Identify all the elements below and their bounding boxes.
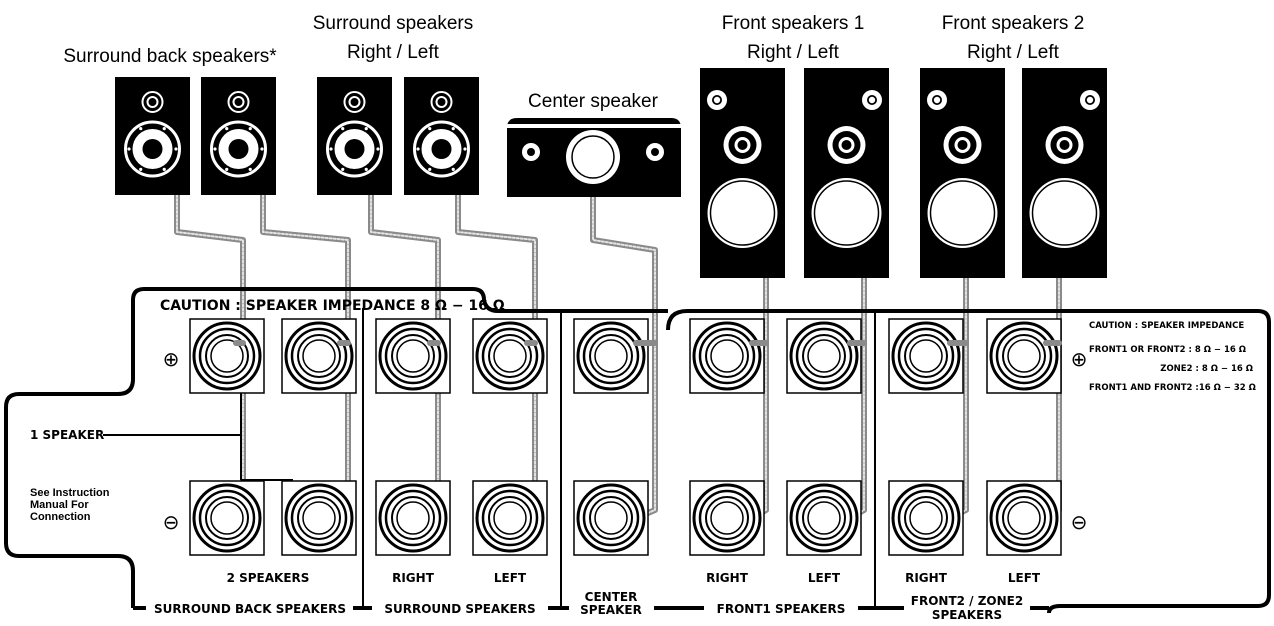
surround-speakers-sub-label: Right / Left — [347, 42, 440, 63]
group-dividers — [362, 308, 876, 608]
minus-polarity-symbol-left: ⊖ — [163, 512, 180, 534]
plus-polarity-symbol: ⊕ — [163, 349, 180, 371]
surround-speaker-right-icon — [317, 77, 392, 195]
caution-impedance-right-line2: ZONE2 : 8 Ω − 16 Ω — [1160, 364, 1253, 374]
front2-left-minus-terminal — [986, 480, 1062, 556]
front1-right-plus-terminal — [689, 318, 765, 394]
front-speakers-1-sub-label: Right / Left — [747, 42, 840, 63]
center-speaker-label: Center speaker — [528, 91, 659, 112]
front2-zone2-speakers-group-label: FRONT2 / ZONE2 — [911, 594, 1023, 608]
caution-impedance-left: CAUTION : SPEAKER IMPEDANCE 8 Ω − 16 Ω — [160, 298, 505, 314]
caution-impedance-right-line1: FRONT1 OR FRONT2 : 8 Ω − 16 Ω — [1089, 345, 1246, 355]
caution-impedance-right-line3: FRONT1 AND FRONT2 :16 Ω − 32 Ω — [1089, 383, 1256, 393]
plus-polarity-symbol-right: ⊕ — [1071, 349, 1088, 371]
rear-panel-outline — [4, 287, 1271, 614]
front1-speaker-left-icon — [804, 68, 889, 278]
surround-speaker-left-icon — [404, 77, 479, 195]
manual-note-line1: See Instruction — [30, 487, 110, 499]
surround-right-label: RIGHT — [392, 571, 435, 585]
surround-back-left-minus-terminal — [281, 480, 357, 556]
surround-back-right-minus-terminal — [189, 480, 265, 556]
surround-back-speaker-right-icon — [115, 77, 190, 195]
center-speaker-group-label: CENTER — [585, 590, 638, 604]
front1-right-label: RIGHT — [706, 571, 749, 585]
front-speakers-2-sub-label: Right / Left — [967, 42, 1060, 63]
front2-left-label: LEFT — [1008, 571, 1041, 585]
front2-right-minus-terminal — [888, 480, 964, 556]
center-speaker-icon — [507, 118, 681, 197]
front1-left-minus-terminal — [786, 480, 862, 556]
front1-left-label: LEFT — [808, 571, 841, 585]
front1-left-plus-terminal — [786, 318, 862, 394]
front1-speaker-right-icon — [700, 68, 785, 278]
minus-polarity-symbol-right: ⊖ — [1071, 512, 1088, 534]
surround-right-plus-terminal — [375, 318, 451, 394]
surround-left-minus-terminal — [472, 480, 548, 556]
front2-speaker-right-icon — [920, 68, 1005, 278]
manual-note-line3: Connection — [30, 511, 91, 523]
front-speakers-1-label: Front speakers 1 — [722, 13, 865, 34]
front2-right-plus-terminal — [888, 318, 964, 394]
surround-back-speakers-label: Surround back speakers* — [63, 46, 277, 67]
front1-right-minus-terminal — [689, 480, 765, 556]
surround-back-left-plus-terminal — [281, 318, 357, 394]
front-speakers-2-label: Front speakers 2 — [942, 13, 1085, 34]
caution-impedance-right-title: CAUTION : SPEAKER IMPEDANCE — [1089, 321, 1244, 331]
right-panel-border — [666, 309, 1271, 614]
front2-zone2-speakers-group-label-line2: SPEAKERS — [932, 608, 1002, 622]
center-minus-terminal — [573, 480, 649, 556]
center-speaker-group-label-line2: SPEAKER — [580, 603, 642, 617]
surround-speakers-group-label: SURROUND SPEAKERS — [384, 602, 535, 616]
front2-speaker-left-icon — [1022, 68, 1107, 278]
two-speakers-label: 2 SPEAKERS — [227, 571, 310, 585]
surround-left-plus-terminal — [472, 318, 548, 394]
one-speaker-label: 1 SPEAKER — [30, 428, 104, 442]
left-panel-top-step — [482, 299, 668, 313]
front2-left-plus-terminal — [986, 318, 1062, 394]
manual-note-line2: Manual For — [30, 499, 89, 511]
speaker-icons — [115, 68, 1107, 278]
surround-speakers-label: Surround speakers — [313, 13, 474, 34]
surround-right-minus-terminal — [375, 480, 451, 556]
surround-back-speaker-left-icon — [201, 77, 276, 195]
front1-speakers-group-label: FRONT1 SPEAKERS — [717, 602, 846, 616]
speaker-terminals — [189, 318, 1062, 556]
surround-left-label: LEFT — [494, 571, 527, 585]
center-plus-terminal — [573, 318, 649, 394]
front2-right-label: RIGHT — [905, 571, 948, 585]
left-panel-border — [4, 287, 486, 608]
surround-back-right-plus-terminal — [189, 318, 265, 394]
surround-back-speakers-group-label: SURROUND BACK SPEAKERS — [154, 602, 346, 616]
